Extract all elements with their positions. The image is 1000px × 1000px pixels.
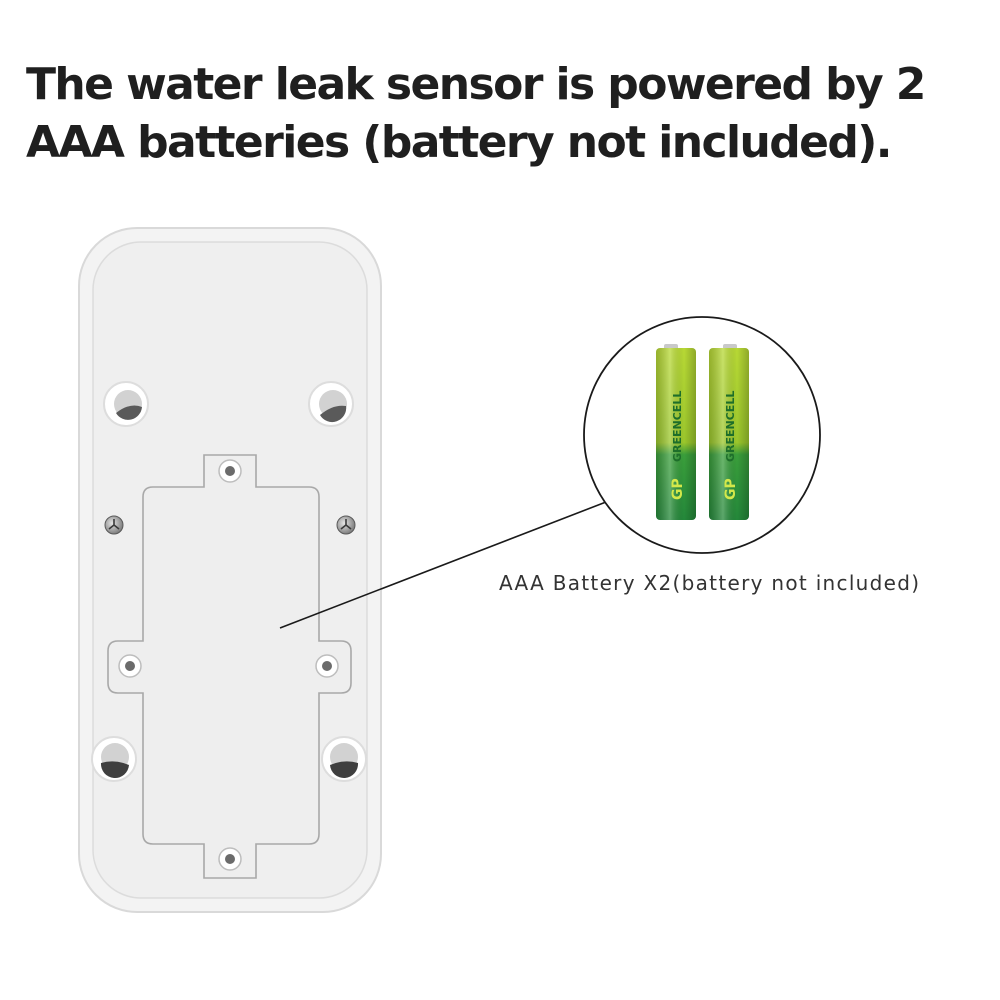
screw-head-icon bbox=[336, 515, 356, 535]
battery-brand-text: GREENCELL bbox=[671, 391, 684, 462]
mounting-hole-icon bbox=[321, 736, 367, 782]
aaa-battery: GREENCELL GP bbox=[709, 344, 749, 520]
sensor-device bbox=[78, 227, 382, 913]
callout-leader-line bbox=[279, 501, 607, 629]
screw-head-icon bbox=[104, 515, 124, 535]
battery-brand-text: GREENCELL bbox=[724, 391, 737, 462]
battery-logo-text: GP bbox=[670, 478, 686, 500]
battery-logo-text: GP bbox=[723, 478, 739, 500]
screw-boss-top bbox=[218, 459, 242, 483]
battery-callout: GREENCELL GP GREENCELL GP bbox=[583, 316, 821, 554]
mounting-hole-icon bbox=[308, 381, 354, 427]
mounting-hole-icon bbox=[103, 381, 149, 427]
screw-boss-left bbox=[118, 654, 142, 678]
mounting-hole-icon bbox=[91, 736, 137, 782]
screw-boss-bottom bbox=[218, 847, 242, 871]
battery-callout-label: AAA Battery X2(battery not included) bbox=[499, 571, 921, 595]
aaa-battery: GREENCELL GP bbox=[656, 344, 696, 520]
battery-cover bbox=[107, 454, 352, 879]
screw-boss-right bbox=[315, 654, 339, 678]
headline: The water leak sensor is powered by 2 AA… bbox=[26, 59, 926, 168]
